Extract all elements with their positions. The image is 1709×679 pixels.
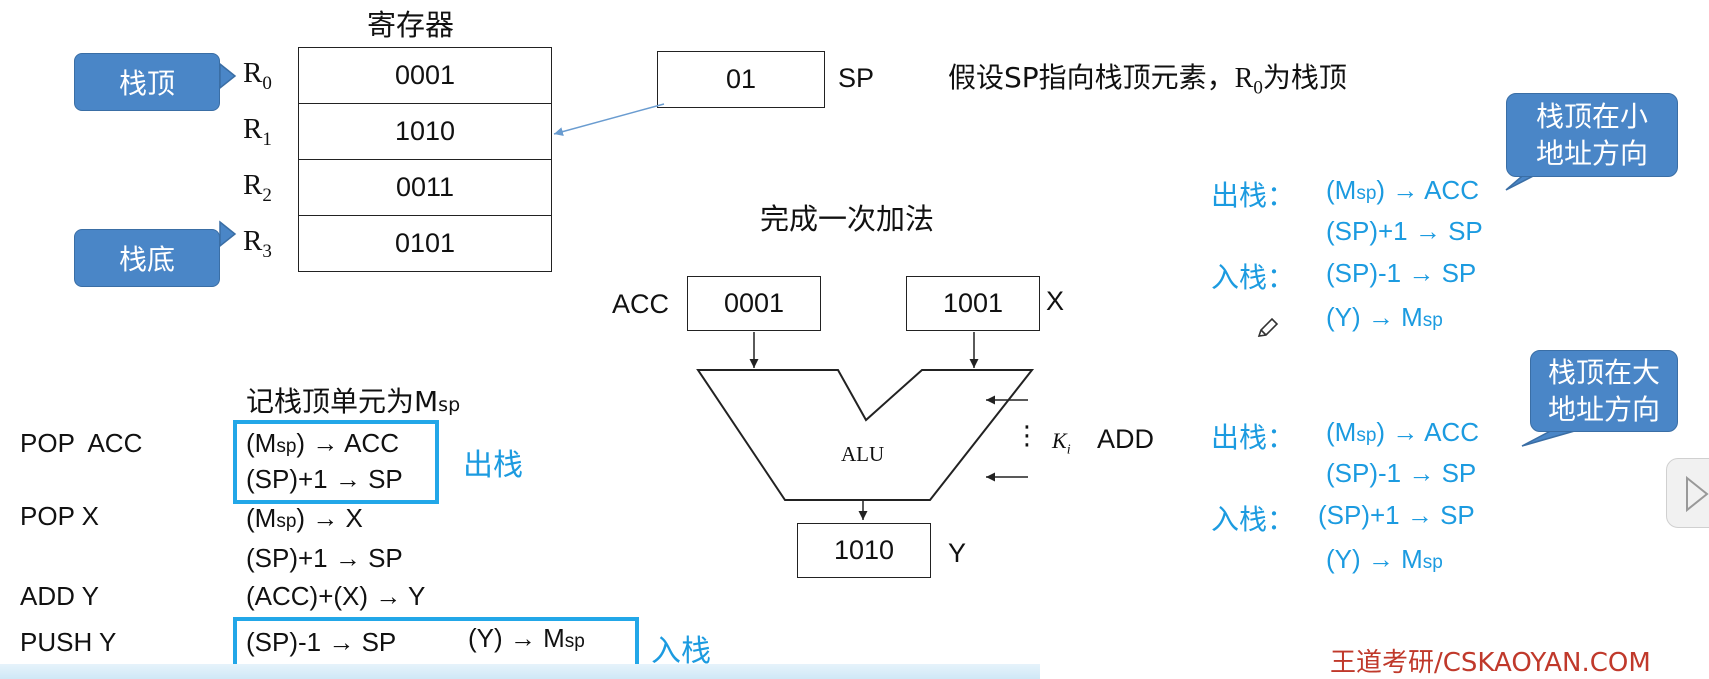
play-icon[interactable]	[1666, 458, 1709, 528]
watermark: 王道考研/CSKAOYAN.COM	[1330, 648, 1651, 678]
register-label-r1: R1	[243, 113, 272, 150]
large-push-2: (Y) → Msp	[1326, 544, 1443, 574]
register-title: 寄存器	[367, 8, 455, 42]
assumption-text: 假设SP指向栈顶元素，R0为栈顶	[948, 61, 1347, 99]
small-push-label: 入栈：	[1211, 261, 1296, 294]
stack-top-callout: 栈顶	[74, 53, 220, 111]
micro-push-1: (SP)-1 → SP	[246, 627, 397, 657]
small-address-bubble: 栈顶在小 地址方向	[1506, 93, 1678, 177]
y-label: Y	[948, 538, 967, 568]
register-label-r3: R3	[243, 225, 272, 262]
instr-pop-x: POP X	[20, 501, 100, 531]
small-push-1: (SP)-1 → SP	[1326, 258, 1477, 288]
alu-shape	[696, 369, 1035, 501]
micro-push-2: (Y) → Msp	[468, 623, 585, 653]
register-label-r2: R2	[243, 169, 272, 206]
register-cell-r2: 0011	[298, 159, 552, 216]
y-register-box: 1010	[797, 523, 931, 578]
micro-pop-acc-2: (SP)+1 → SP	[246, 464, 403, 494]
bottom-decor-band	[0, 664, 1040, 679]
pop-highlight-box	[233, 420, 439, 504]
bottom-callout-pointer	[219, 220, 237, 248]
register-cell-r3: 0101	[298, 215, 552, 272]
register-callout-pointers	[219, 62, 237, 248]
msp-note: 记栈顶单元为Msp	[246, 385, 461, 418]
pencil-icon	[1257, 317, 1279, 337]
top-callout-pointer	[219, 62, 237, 90]
small-pop-2: (SP)+1 → SP	[1326, 216, 1483, 246]
large-pop-1: (Msp) → ACC	[1326, 417, 1479, 447]
micro-pop-x-2: (SP)+1 → SP	[246, 543, 403, 573]
micro-pop-acc-1: (Msp) → ACC	[246, 428, 399, 458]
alu-diagram	[696, 332, 1035, 520]
sp-pointer-arrow	[553, 103, 665, 136]
alu-label: ALU	[841, 442, 885, 466]
register-cell-r1: 1010	[298, 103, 552, 160]
large-push-label: 入栈：	[1211, 503, 1296, 536]
large-address-bubble: 栈顶在大 地址方向	[1530, 350, 1678, 432]
register-cell-r0: 0001	[298, 47, 552, 104]
instr-pop-acc: POP ACC	[20, 428, 143, 458]
add-label: ADD	[1097, 424, 1155, 454]
x-label: X	[1046, 286, 1065, 316]
instr-add-y: ADD Y	[20, 581, 99, 611]
pop-tag: 出栈	[463, 448, 523, 483]
alu-caption: 完成一次加法	[760, 202, 935, 236]
acc-register-box: 0001	[687, 276, 821, 331]
acc-label: ACC	[612, 289, 670, 319]
small-pop-1: (Msp) → ACC	[1326, 175, 1479, 205]
control-dots: ⋮	[1014, 420, 1040, 450]
large-pop-label: 出栈：	[1211, 421, 1296, 454]
small-pop-label: 出栈：	[1211, 179, 1296, 212]
stack-bottom-callout: 栈底	[74, 229, 220, 287]
push-tag: 入栈	[651, 634, 711, 669]
control-signal-label: Ki	[1052, 428, 1071, 458]
sp-label: SP	[838, 63, 875, 93]
instr-push-y: PUSH Y	[20, 627, 117, 657]
large-pop-2: (SP)-1 → SP	[1326, 458, 1477, 488]
x-register-box: 1001	[906, 276, 1040, 331]
register-label-r0: R0	[243, 57, 272, 94]
micro-pop-x-1: (Msp) → X	[246, 503, 363, 533]
micro-add-y: (ACC)+(X) → Y	[246, 581, 426, 611]
play-triangle	[1686, 475, 1709, 513]
sp-value-box: 01	[657, 51, 825, 108]
small-push-2: (Y) → Msp	[1326, 302, 1443, 332]
large-push-1: (SP)+1 → SP	[1318, 500, 1475, 530]
